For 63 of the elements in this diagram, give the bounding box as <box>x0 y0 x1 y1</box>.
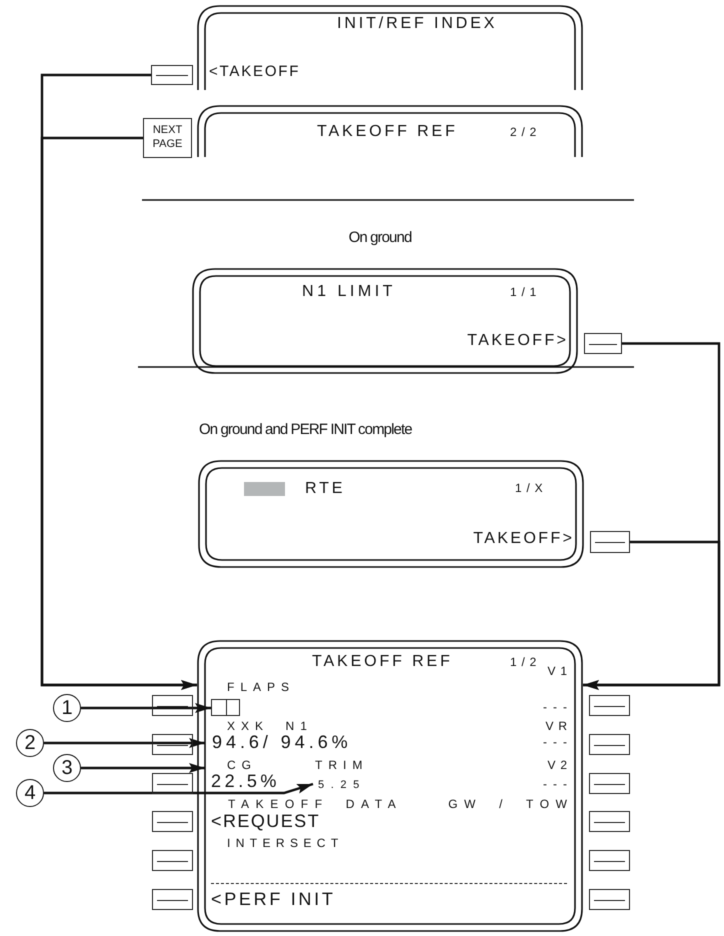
display-screen <box>198 460 584 568</box>
menu-option: <PERF INIT <box>211 889 336 910</box>
line-select-key <box>589 850 630 871</box>
field-label: TRIM <box>315 759 368 773</box>
field-label: V2 <box>548 759 572 773</box>
callout-number: 2 <box>16 729 44 757</box>
display-screen <box>197 105 583 157</box>
menu-option: <REQUEST <box>211 811 320 832</box>
screen-title: INIT/REF INDEX <box>337 15 498 34</box>
display-screen <box>192 268 578 374</box>
line-select-key <box>589 889 630 910</box>
leader-line <box>81 703 211 713</box>
field-value: 94.6/ 94.6% <box>212 732 352 753</box>
line-select-key <box>152 773 193 794</box>
screen-title: RTE <box>305 480 346 498</box>
page-number: 1/2 <box>510 656 542 670</box>
page-number: 1/X <box>515 482 548 496</box>
field-value: --- <box>543 736 573 750</box>
leader-line <box>44 782 314 794</box>
line-select-key <box>589 811 630 832</box>
line-select-key <box>152 734 193 755</box>
page-number: 1/1 <box>510 286 542 300</box>
line-select-key <box>584 333 622 354</box>
entry-box <box>211 699 240 716</box>
menu-option: TAKEOFF> <box>473 530 574 548</box>
callout-number: 1 <box>53 694 81 722</box>
field-label: CG <box>227 759 257 773</box>
field-label: INTERSECT <box>227 837 344 851</box>
line-select-key <box>589 695 630 716</box>
line-select-key <box>589 734 630 755</box>
line-select-key <box>152 850 193 871</box>
condition-label: On ground <box>348 229 412 246</box>
screen-title: TAKEOFF REF <box>312 653 453 672</box>
field-label: FLAPS <box>227 681 296 695</box>
display-screen <box>197 640 583 932</box>
page-number: 2/2 <box>510 126 542 140</box>
line-select-key <box>590 531 630 553</box>
line-select-key <box>152 889 193 910</box>
field-label: TAKEOFF DATA <box>228 798 402 812</box>
callout-number: 3 <box>53 754 81 782</box>
line-select-key <box>151 65 193 85</box>
line-select-key <box>589 773 630 794</box>
field-value: 5.25 <box>318 779 366 792</box>
callout-number: 4 <box>16 779 44 807</box>
arrow <box>583 540 720 690</box>
field-label: GW / TOW <box>448 798 574 812</box>
display-screen <box>197 5 583 90</box>
field-label: V1 <box>548 665 572 679</box>
line-select-key <box>152 811 193 832</box>
screen-title: N1 LIMIT <box>302 283 396 302</box>
menu-option: <TAKEOFF <box>209 63 300 80</box>
menu-option: TAKEOFF> <box>467 332 568 350</box>
line-select-key <box>152 695 193 716</box>
condition-label: On ground and PERF INIT complete <box>199 421 412 438</box>
field-label: XXK N1 <box>227 720 313 734</box>
field-value: 22.5% <box>211 771 280 792</box>
leader-line <box>81 763 205 773</box>
field-value: --- <box>543 701 573 715</box>
next-page-key: NEXT PAGE <box>143 118 192 158</box>
leader-line <box>44 738 205 748</box>
screen-title: TAKEOFF REF <box>317 123 458 142</box>
field-label: VR <box>546 720 572 734</box>
field-value: --- <box>543 778 573 792</box>
